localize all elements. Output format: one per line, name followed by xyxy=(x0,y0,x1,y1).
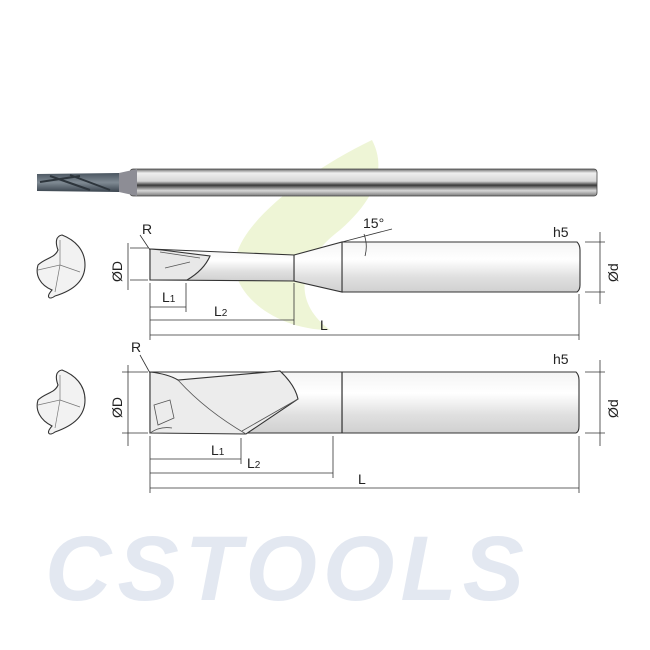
small-angle-label: 15° xyxy=(363,215,384,231)
large-dimensions xyxy=(122,354,605,493)
cross-section-small xyxy=(36,234,86,299)
small-tolerance-label: h5 xyxy=(553,224,569,240)
leaf-logo-watermark xyxy=(234,140,379,330)
large-l2-label: L2 xyxy=(247,455,261,471)
cross-section-large xyxy=(36,369,86,435)
large-end-mill-drawing xyxy=(149,370,580,435)
small-dimensions xyxy=(127,228,605,340)
small-radius-label: R xyxy=(142,221,152,237)
large-cutter-diameter-label: ØD xyxy=(109,397,125,418)
small-cutter-diameter-label: ØD xyxy=(109,261,125,282)
large-overall-length-label: L xyxy=(358,471,366,487)
small-l2-label: L2 xyxy=(214,303,228,319)
large-l1-label: L1 xyxy=(211,442,225,458)
cstools-watermark: CSTOOLS xyxy=(45,518,530,620)
tool-photo xyxy=(37,168,598,197)
small-shank-diameter-label: Ød xyxy=(605,263,621,282)
small-end-mill-drawing xyxy=(149,241,581,293)
large-tolerance-label: h5 xyxy=(553,351,569,367)
large-shank-diameter-label: Ød xyxy=(605,399,621,418)
small-l1-label: L1 xyxy=(162,289,176,305)
small-overall-length-label: L xyxy=(320,317,328,333)
large-radius-label: R xyxy=(131,339,141,355)
